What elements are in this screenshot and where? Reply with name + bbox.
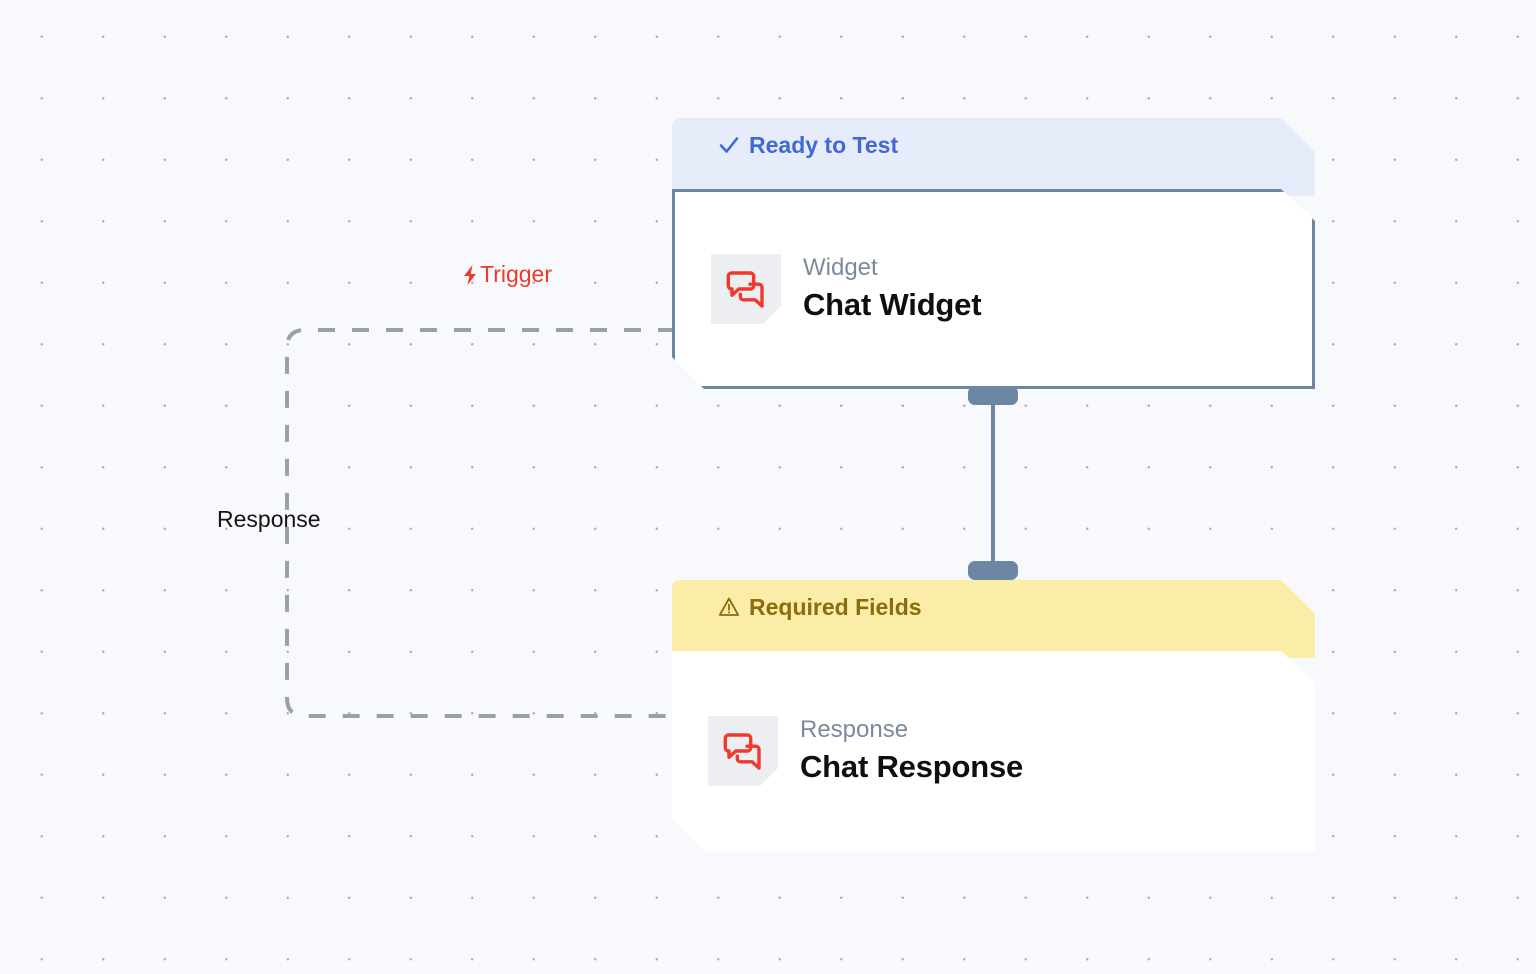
chat-bubbles-icon [708, 716, 778, 786]
node-text-chat-widget: Widget Chat Widget [803, 253, 981, 325]
node-status-banner-label: Ready to Test [749, 132, 899, 158]
edge-label-response[interactable]: Response [217, 506, 321, 533]
node-title-label: Chat Response [800, 749, 1024, 784]
node-text-chat-response: Response Chat Response [800, 715, 1023, 787]
check-icon [718, 132, 740, 158]
lightning-bolt-icon [462, 264, 478, 286]
node-status-banner-label: Required Fields [749, 594, 922, 620]
connector-handle-target[interactable] [968, 561, 1018, 580]
edge-label-trigger[interactable]: Trigger [462, 261, 552, 288]
node-chat-widget[interactable]: Ready to Test Widget Chat Widget [672, 118, 1315, 389]
node-status-banner-required-fields[interactable]: Required Fields [672, 580, 1315, 658]
node-kind-label: Widget [803, 254, 878, 281]
edge-label-trigger-text: Trigger [480, 261, 552, 287]
warning-triangle-icon [718, 594, 740, 620]
node-status-banner-ready-to-test[interactable]: Ready to Test [672, 118, 1315, 196]
node-title-label: Chat Widget [803, 287, 982, 322]
node-body-chat-widget[interactable]: Widget Chat Widget [672, 189, 1315, 389]
edge-trigger-response-dashed[interactable] [285, 328, 675, 718]
connector-handle-source[interactable] [968, 386, 1018, 405]
node-kind-label: Response [800, 716, 909, 743]
node-chat-response[interactable]: Required Fields Response Chat Response [672, 580, 1315, 851]
edge-label-response-text: Response [217, 506, 321, 532]
node-body-chat-response[interactable]: Response Chat Response [672, 651, 1315, 851]
chat-bubbles-icon [711, 254, 781, 324]
